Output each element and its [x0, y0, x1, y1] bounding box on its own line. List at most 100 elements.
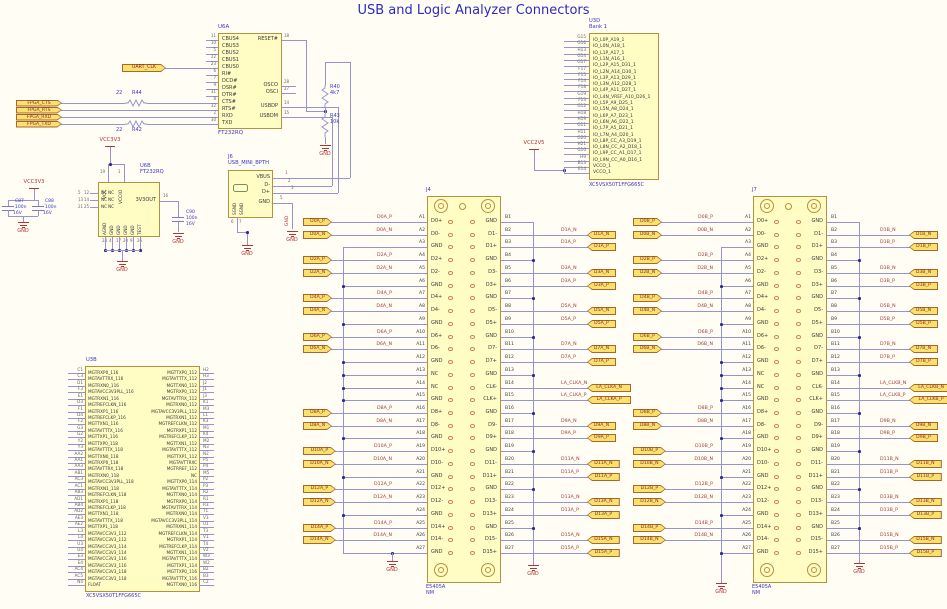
wire: [200, 566, 214, 567]
u3b-pin-num: Y3: [77, 444, 83, 449]
u6a-pin-num: 23: [210, 61, 216, 66]
junction-dot: [720, 476, 723, 479]
net-flag-text: D7B_P: [916, 359, 931, 364]
net-flag-fill: [123, 65, 165, 71]
net-label-D4B_P: D4B_P: [698, 290, 713, 296]
pin-pad: [774, 526, 779, 530]
u3b-pin-MGTRXN1_114: MGTRXN1_114: [166, 523, 197, 529]
u3b-pin-MGTAVTTRX_114: MGTAVTTRX_114: [161, 504, 197, 510]
net-flag-fill: [17, 108, 61, 113]
j-pin-GND: GND: [757, 320, 769, 326]
wire: [327, 349, 427, 350]
wire: [657, 451, 753, 452]
wire: [564, 148, 589, 149]
wire: [68, 399, 85, 400]
j-pin-GND: GND: [757, 282, 769, 288]
wire: [501, 235, 599, 236]
j-pin-D13-: D13-: [810, 498, 823, 504]
net-flag-text: D4B_P: [640, 295, 655, 300]
wire: [200, 476, 214, 477]
wire: [327, 298, 427, 299]
j-pin-GND: GND: [431, 511, 443, 517]
j-pin-D14-: D14-: [757, 536, 770, 542]
j-pin-D6-: D6-: [431, 345, 440, 351]
wire: [501, 502, 599, 503]
wire: [200, 386, 214, 387]
pin-pad: [796, 424, 801, 428]
u3b-pin-num: D3: [77, 399, 83, 404]
pin-pad: [774, 322, 779, 326]
wire: [327, 489, 427, 490]
j-pin-NC: NC: [757, 371, 765, 377]
j-pin-D11-: D11-: [810, 460, 823, 466]
gnd-label: GND: [853, 569, 865, 575]
net-flag-D8B_N: D8B_N: [633, 422, 662, 430]
u6b-pin-nc: NC: [108, 190, 115, 195]
u3b-pin-MGTRXP0_114: MGTRXP0_114: [166, 498, 197, 504]
wire: [343, 515, 427, 516]
j-pin-D5-: D5-: [488, 307, 497, 313]
net-flag-text: D13A_N: [594, 499, 613, 504]
net-flag-text: D5A_P: [594, 321, 609, 326]
u3b-pin-MGTAVTTRX_112: MGTAVTTRX_112: [161, 395, 197, 401]
pin-pad: [470, 309, 475, 313]
net-flag-D11B_N: D11B_N: [909, 460, 942, 468]
j-pin-GND: GND: [485, 256, 497, 262]
j-pin-GND: GND: [431, 282, 443, 288]
net-label-D7A_N: D7A_N: [561, 341, 577, 347]
wire: [501, 337, 533, 338]
u3b-pin-num: M3: [203, 406, 210, 411]
u3b-pin-MGTTXP1_116: MGTTXP1_116: [88, 433, 118, 439]
net-flag-fill: [634, 499, 665, 505]
wire: [68, 540, 85, 541]
u3b-pin-num: M1: [203, 425, 210, 430]
junction-dot: [139, 249, 142, 252]
net-label-D1A_N: D1A_N: [561, 227, 577, 233]
net-label-D15B_N: D15B_N: [880, 532, 899, 538]
u3b-pin-MGTAVTTRX_118: MGTAVTTRX_118: [88, 465, 124, 471]
gnd-label: GND: [286, 237, 298, 243]
u3b-pin-MGTRXP1_116: MGTRXP1_116: [88, 408, 119, 414]
j-pin-GND: GND: [431, 358, 443, 364]
u6a-pin-TXD: TXD: [222, 120, 233, 126]
net-flag-fill: [588, 461, 619, 467]
pin-pad: [774, 386, 779, 390]
wire: [501, 247, 599, 248]
resistor-symbol: [321, 85, 329, 108]
wire: [564, 167, 589, 168]
u3b-pin-MGTAVCC3V3PLL_116: MGTAVCC3V3PLL_116: [88, 388, 134, 394]
j-pin-num-A19: A19: [416, 443, 425, 449]
net-flag-fill: [634, 525, 665, 531]
net-flag-fill: [910, 537, 941, 543]
j-pin-num-A2: A2: [745, 227, 751, 233]
net-flag-LA_CLKA_P: LA_CLKA_P: [587, 396, 632, 404]
wire: [68, 579, 85, 580]
wire: [327, 260, 427, 261]
wire: [68, 405, 85, 406]
wire: [827, 388, 921, 389]
u3b-pin-MGTAVCC3V3_116: MGTAVCC3V3_116: [88, 562, 127, 568]
u3d-pin-num: F17: [578, 66, 586, 71]
wire: [206, 54, 218, 55]
u3b-pin-num: W2: [203, 560, 210, 565]
pin-pad: [470, 513, 475, 517]
net-flag-text: D13B_P: [916, 512, 935, 517]
u3b-pin-num: N3: [203, 444, 209, 449]
u3d-pin-IO_L8N_CC_A2_D18_1: IO_L8N_CC_A2_D18_1: [593, 144, 643, 150]
j6-pin-num: 2: [288, 178, 291, 183]
u3b-pin-num: AB3: [74, 489, 83, 494]
j-pin-D8+: D8+: [431, 409, 443, 415]
pin-pad: [774, 296, 779, 300]
wire: [68, 502, 85, 503]
j-pin-num-B15: B15: [505, 392, 514, 398]
wire: [657, 502, 753, 503]
u3d-pin-num: G15: [577, 34, 586, 39]
j-pin-D7+: D7+: [811, 358, 823, 364]
wire: [200, 412, 214, 413]
u6a-pin-num: 27: [284, 86, 290, 91]
u3b-pin-num: AA2: [74, 451, 83, 456]
wire: [721, 286, 753, 287]
pin-pad: [774, 220, 779, 224]
j-pin-num-B27: B27: [505, 545, 514, 551]
u3b-pin-MGTAVCC3V3_118: MGTAVCC3V3_118: [88, 568, 127, 574]
